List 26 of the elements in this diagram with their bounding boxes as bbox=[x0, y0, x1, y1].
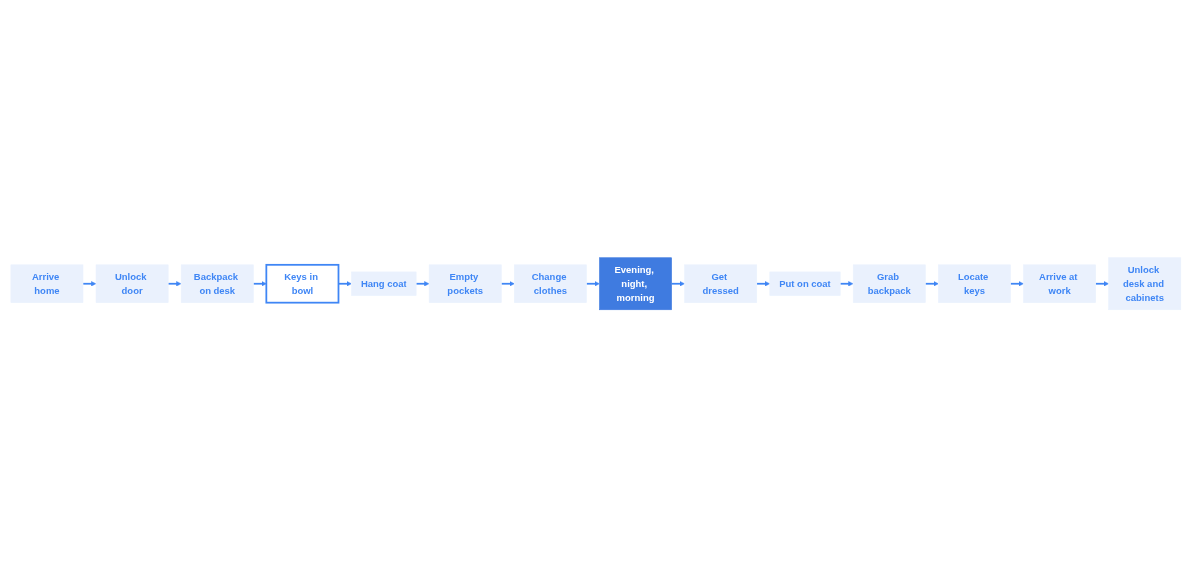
node-box: Arrive at work bbox=[1023, 264, 1097, 304]
arrow bbox=[82, 281, 97, 287]
node-box: Arrive home bbox=[10, 264, 84, 304]
node-box: Grab backpack bbox=[853, 264, 926, 304]
arrow bbox=[585, 281, 600, 287]
arrow bbox=[1009, 281, 1024, 287]
arrow bbox=[924, 281, 939, 287]
arrow bbox=[167, 281, 182, 287]
node-box: Backpack on desk bbox=[181, 264, 254, 304]
node-box: Get dressed bbox=[684, 264, 758, 304]
node-box: Unlock door bbox=[95, 264, 169, 304]
node-box: Hang coat bbox=[351, 271, 417, 297]
node-box: Change clothes bbox=[514, 264, 587, 304]
node-box: Empty pockets bbox=[429, 264, 502, 304]
arrow bbox=[670, 281, 685, 287]
arrow bbox=[500, 281, 515, 287]
node-box: Evening, night, morning bbox=[599, 257, 673, 311]
node-box: Locate keys bbox=[938, 264, 1011, 304]
arrow bbox=[756, 281, 771, 287]
arrow bbox=[415, 281, 430, 287]
arrow bbox=[252, 281, 267, 287]
arrow bbox=[1094, 281, 1110, 287]
node-box: Unlock desk and cabinets bbox=[1108, 257, 1182, 311]
node-box: Put on coat bbox=[769, 271, 841, 297]
arrow bbox=[839, 281, 854, 287]
node-box: Keys in bowl bbox=[265, 264, 340, 304]
